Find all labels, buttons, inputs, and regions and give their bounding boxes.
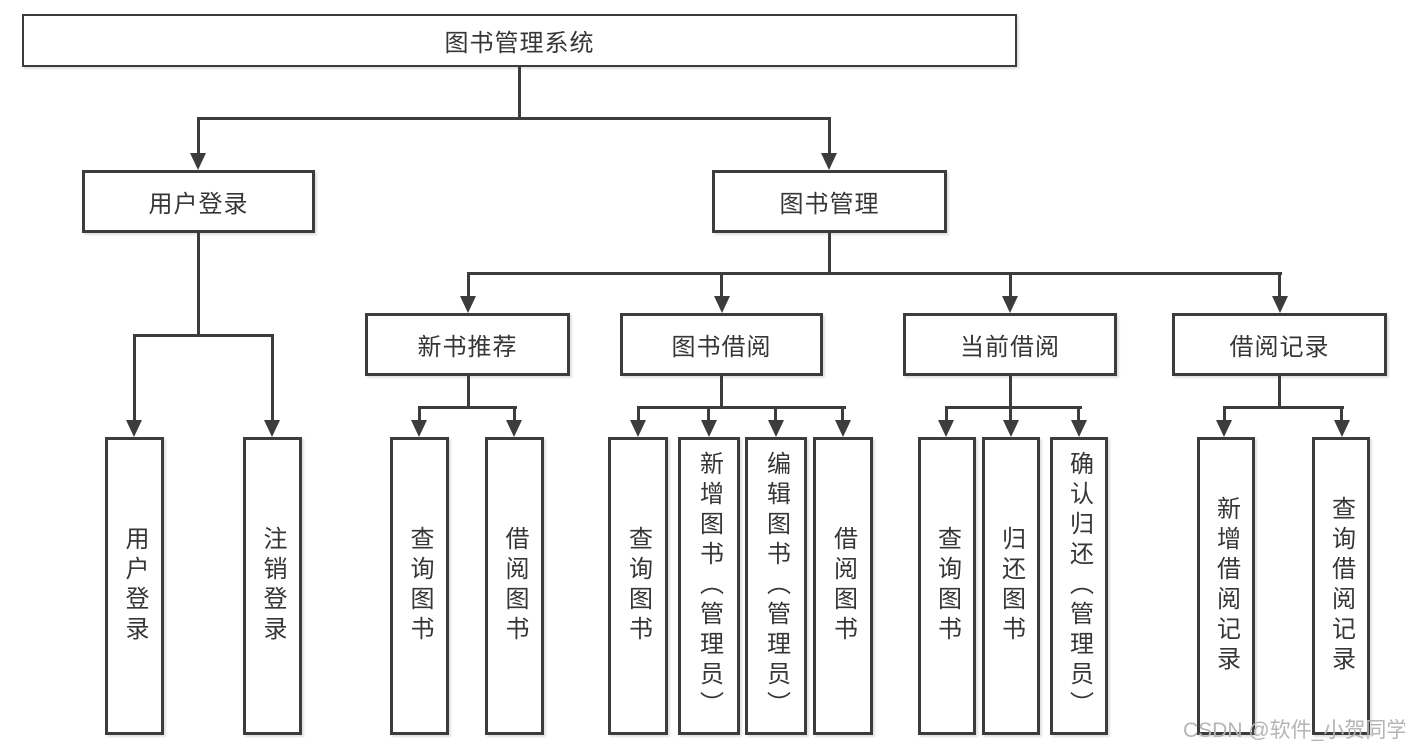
connector-vline	[841, 406, 844, 422]
connector-vline	[1278, 375, 1281, 408]
connector-vline	[945, 406, 948, 422]
node-current-borrowing: 当前借阅	[903, 313, 1117, 376]
arrowhead-down-icon	[190, 153, 206, 170]
node-new-book-recommend: 新书推荐	[365, 313, 570, 376]
connector-vline	[1009, 406, 1012, 422]
connector-vline	[133, 334, 136, 422]
arrowhead-down-icon	[821, 153, 837, 170]
leaf-add-borrow-record: 新增借阅记录	[1197, 437, 1255, 735]
node-root-library-system: 图书管理系统	[22, 14, 1017, 67]
arrowhead-down-icon	[1071, 420, 1087, 437]
node-user-login-branch: 用户登录	[82, 170, 315, 233]
leaf-confirm-return-admin: 确认归还（管理员）	[1050, 437, 1108, 735]
connector-vline	[513, 406, 516, 422]
arrowhead-down-icon	[460, 296, 476, 313]
leaf-borrow-books-borrowing: 借阅图书	[813, 437, 873, 735]
connector-hline	[418, 406, 517, 409]
leaf-query-books-current: 查询图书	[918, 437, 976, 735]
arrowhead-down-icon	[1216, 420, 1232, 437]
arrowhead-down-icon	[768, 420, 784, 437]
connector-vline	[467, 375, 470, 408]
connector-vline	[828, 117, 831, 155]
connector-hline	[197, 117, 831, 120]
arrowhead-down-icon	[1334, 420, 1350, 437]
connector-vline	[774, 406, 777, 422]
connector-vline	[1278, 272, 1281, 300]
leaf-return-book: 归还图书	[982, 437, 1040, 735]
connector-vline	[467, 272, 470, 300]
csdn-watermark: CSDN @软件_小贺同学	[1183, 719, 1405, 742]
connector-hline	[133, 334, 274, 337]
node-book-management-branch: 图书管理	[712, 170, 947, 233]
connector-vline	[1009, 375, 1012, 408]
connector-hline	[1223, 406, 1344, 409]
leaf-add-book-admin: 新增图书（管理员）	[678, 437, 740, 735]
connector-vline	[418, 406, 421, 422]
connector-vline	[1009, 272, 1012, 300]
arrowhead-down-icon	[1003, 420, 1019, 437]
arrowhead-down-icon	[701, 420, 717, 437]
arrowhead-down-icon	[126, 420, 142, 437]
connector-vline	[1077, 406, 1080, 422]
leaf-borrow-books-recommend: 借阅图书	[485, 437, 544, 735]
connector-hline	[467, 272, 1282, 275]
connector-vline	[720, 272, 723, 300]
leaf-query-books-recommend: 查询图书	[390, 437, 449, 735]
node-borrowing-records: 借阅记录	[1172, 313, 1387, 376]
connector-hline	[637, 406, 846, 409]
connector-vline	[1223, 406, 1226, 422]
arrowhead-down-icon	[506, 420, 522, 437]
arrowhead-down-icon	[714, 296, 730, 313]
leaf-logout: 注销登录	[243, 437, 302, 735]
connector-vline	[197, 117, 200, 155]
arrowhead-down-icon	[264, 420, 280, 437]
connector-vline	[828, 232, 831, 274]
node-book-borrowing: 图书借阅	[620, 313, 823, 376]
connector-vline	[271, 334, 274, 422]
connector-vline	[637, 406, 640, 422]
connector-hline	[945, 406, 1082, 409]
connector-vline	[518, 66, 521, 118]
arrowhead-down-icon	[630, 420, 646, 437]
leaf-edit-book-admin: 编辑图书（管理员）	[745, 437, 807, 735]
leaf-user-login: 用户登录	[105, 437, 164, 735]
connector-vline	[707, 406, 710, 422]
arrowhead-down-icon	[411, 420, 427, 437]
arrowhead-down-icon	[1272, 296, 1288, 313]
arrowhead-down-icon	[938, 420, 954, 437]
leaf-query-borrow-record: 查询借阅记录	[1312, 437, 1370, 735]
connector-vline	[720, 375, 723, 408]
arrowhead-down-icon	[1002, 296, 1018, 313]
leaf-query-books-borrowing: 查询图书	[608, 437, 668, 735]
arrowhead-down-icon	[835, 420, 851, 437]
connector-vline	[1340, 406, 1343, 422]
connector-vline	[197, 232, 200, 336]
